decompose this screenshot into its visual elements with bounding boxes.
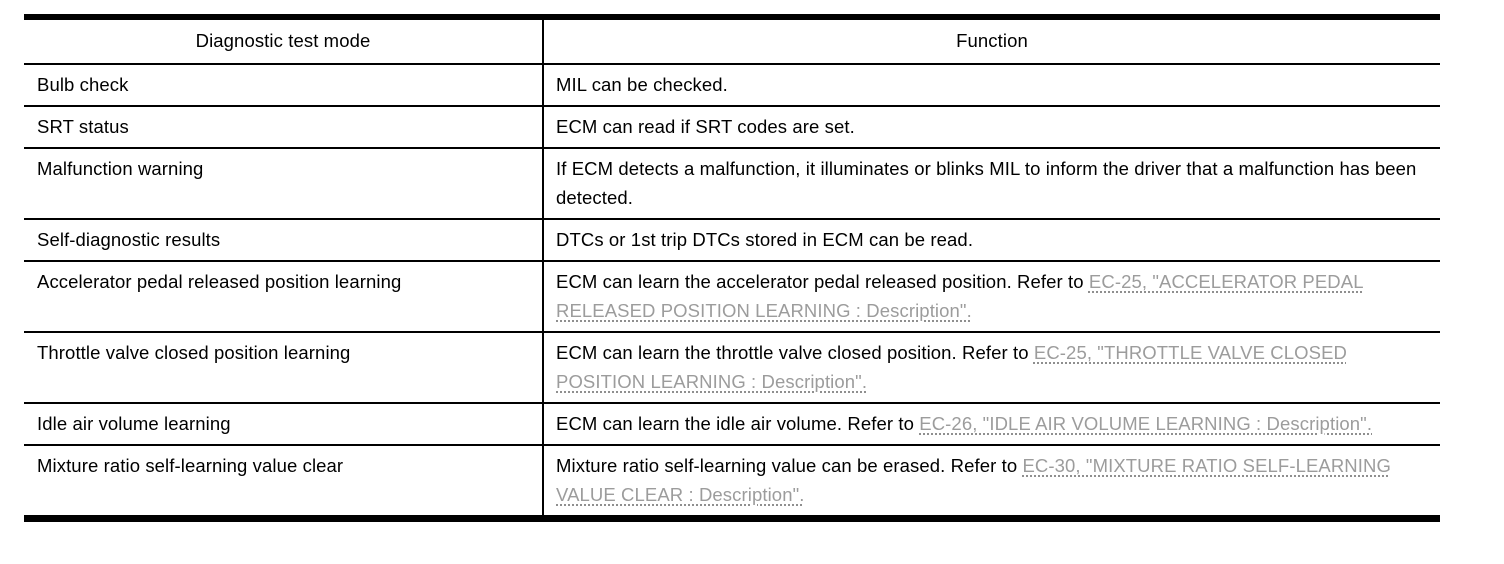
reference-link[interactable]: EC-26, "IDLE AIR VOLUME LEARNING : Descr…	[919, 413, 1373, 434]
diagnostic-table-frame: Diagnostic test mode Function Bulb check…	[24, 14, 1440, 522]
function-text: If ECM detects a malfunction, it illumin…	[556, 158, 1417, 208]
table-row: SRT status ECM can read if SRT codes are …	[24, 106, 1440, 149]
function-text: ECM can learn the accelerator pedal rele…	[556, 271, 1089, 292]
table-row: Bulb check MIL can be checked.	[24, 64, 1440, 107]
diagnostic-test-mode-cell: Idle air volume learning	[24, 403, 544, 446]
function-cell: ECM can learn the idle air volume. Refer…	[543, 403, 1440, 446]
table-row: Idle air volume learning ECM can learn th…	[24, 403, 1440, 446]
diagnostic-test-mode-cell: Throttle valve closed position learning	[24, 332, 544, 404]
function-cell: ECM can read if SRT codes are set.	[543, 106, 1440, 149]
function-text: ECM can learn the throttle valve closed …	[556, 342, 1034, 363]
diagnostic-test-mode-cell: Self-diagnostic results	[24, 219, 544, 262]
reference-link[interactable]: EC-25, "THROTTLE VALVE CLOSED POSITION L…	[556, 342, 1347, 392]
function-cell: ECM can learn the throttle valve closed …	[543, 332, 1440, 404]
function-text: ECM can learn the idle air volume. Refer…	[556, 413, 920, 434]
table-row: Mixture ratio self-learning value clear M…	[24, 445, 1440, 515]
diagnostic-test-mode-cell: Mixture ratio self-learning value clear	[24, 445, 544, 515]
function-cell: If ECM detects a malfunction, it illumin…	[543, 148, 1440, 220]
column-header-function: Function	[543, 20, 1440, 65]
diagnostic-test-mode-table: Diagnostic test mode Function Bulb check…	[24, 20, 1440, 515]
reference-link[interactable]: EC-30, "MIXTURE RATIO SELF-LEARNING VALU…	[556, 455, 1391, 505]
function-cell: ECM can learn the accelerator pedal rele…	[543, 261, 1440, 333]
table-row: Self-diagnostic results DTCs or 1st trip …	[24, 219, 1440, 262]
diagnostic-test-mode-cell: SRT status	[24, 106, 544, 149]
diagnostic-test-mode-cell: Bulb check	[24, 64, 544, 107]
function-text: DTCs or 1st trip DTCs stored in ECM can …	[556, 229, 974, 250]
function-cell: DTCs or 1st trip DTCs stored in ECM can …	[543, 219, 1440, 262]
diagnostic-test-mode-cell: Malfunction warning	[24, 148, 544, 220]
function-cell: MIL can be checked.	[543, 64, 1440, 107]
function-text: ECM can read if SRT codes are set.	[556, 116, 855, 137]
diagnostic-test-mode-cell: Accelerator pedal released position lear…	[24, 261, 544, 333]
service-manual-page: Diagnostic test mode Function Bulb check…	[0, 14, 1504, 564]
function-text: MIL can be checked.	[556, 74, 728, 95]
function-cell: Mixture ratio self-learning value can be…	[543, 445, 1440, 515]
column-header-diagnostic-test-mode: Diagnostic test mode	[24, 20, 544, 65]
table-row: Accelerator pedal released position lear…	[24, 261, 1440, 333]
reference-link[interactable]: EC-25, "ACCELERATOR PEDAL RELEASED POSIT…	[556, 271, 1364, 321]
function-text: Mixture ratio self-learning value can be…	[556, 455, 1023, 476]
header-row: Diagnostic test mode Function	[24, 20, 1440, 65]
